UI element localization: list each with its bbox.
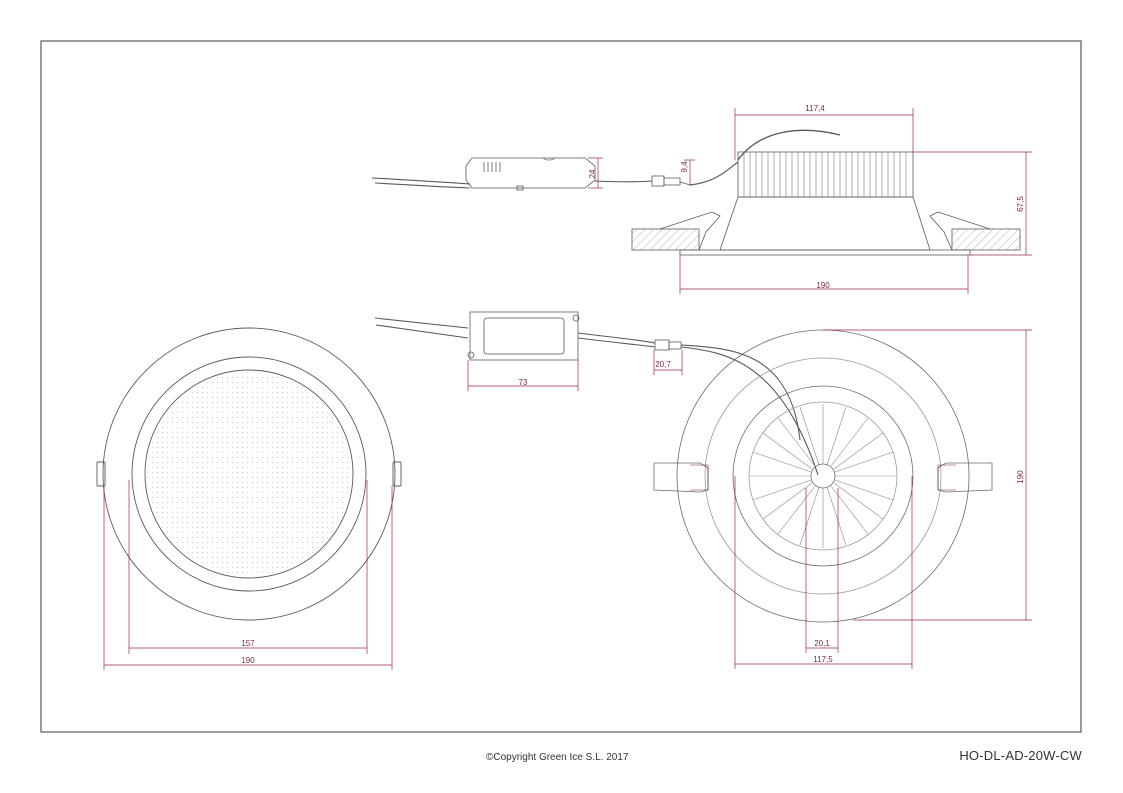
dim-connector-length: 20,7: [655, 360, 671, 369]
dim-side-height: 67,5: [1016, 196, 1025, 212]
clip-left: [96, 461, 106, 487]
rear-view: [653, 329, 993, 623]
dim-rear-height: 190: [1016, 470, 1025, 484]
dim-driver-top-length: 73: [519, 378, 528, 387]
dim-side-top-width: 117,4: [805, 104, 825, 113]
driver-top-dimensions: [467, 350, 683, 391]
dim-driver-side-height: 24: [588, 169, 597, 178]
diffuser: [147, 372, 351, 576]
driver-side-view: [371, 157, 653, 191]
copyright-notice: ©Copyright Green Ice S.L. 2017: [486, 752, 629, 763]
rear-hub: [810, 463, 836, 489]
front-view-dimensions: [103, 480, 393, 670]
drawing-frame: [40, 40, 1082, 733]
ceiling-right: [951, 228, 1021, 251]
dim-front-outer-diameter: 190: [241, 656, 255, 665]
driver-top-view: [374, 311, 819, 476]
dim-rear-hub: 20,1: [814, 639, 830, 648]
ceiling-left: [631, 228, 700, 251]
dim-front-inner-diameter: 157: [241, 639, 255, 648]
side-connector: [651, 175, 665, 187]
front-view: [96, 327, 402, 621]
side-view-dimensions: [679, 108, 1032, 294]
clip-right: [392, 461, 402, 487]
dim-side-bottom-width: 190: [816, 281, 830, 290]
model-code: HO-DL-AD-20W-CW: [959, 748, 1082, 763]
dim-rear-body-width: 117,5: [813, 655, 833, 664]
rear-fins: [750, 404, 896, 548]
heatsink-fins: [743, 152, 907, 197]
top-connector: [654, 339, 670, 351]
driver-side-dimensions: [588, 157, 603, 189]
dim-connector-height: 9,4: [680, 161, 689, 173]
rear-view-dimensions: [734, 329, 1032, 669]
side-view: [631, 129, 1021, 256]
